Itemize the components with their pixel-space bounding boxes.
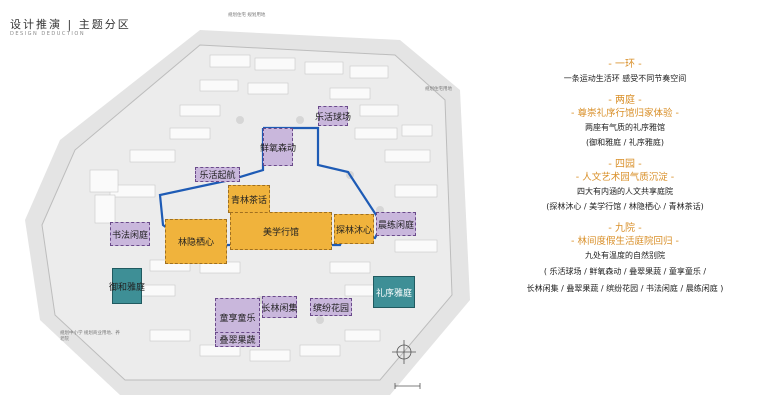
zone-label: 御和雅庭: [109, 282, 146, 293]
legend-yards-title: - 九院 -: [608, 223, 642, 234]
zone-label: 礼序雅庭: [375, 288, 412, 299]
legend-courts-list: (御和雅庭 / 礼序雅庭): [585, 138, 665, 147]
running-loop-route: [158, 126, 384, 264]
zone-lehuo-qiuchang[interactable]: 乐活球场: [315, 106, 352, 126]
legend-courts-title: - 两庭 -: [608, 95, 642, 106]
legend-gardens-text: 四大有内涵的人文共享庭院: [577, 187, 673, 196]
zone-label: 乐活起航: [199, 171, 236, 181]
zone-label: 探林沐心: [335, 225, 372, 236]
zone-diecui-guoshu[interactable]: 叠翠果蔬: [215, 332, 260, 347]
zone-label: 林隐栖心: [177, 238, 214, 248]
page-title: 设计推演 | 主题分区: [10, 18, 131, 31]
map-note-top-right: 规划住宅用地: [425, 87, 452, 92]
legend-yards-subtitle: - 林间度假生活庭院回归 -: [571, 236, 679, 247]
zone-shufa-xianting[interactable]: 书法闲庭: [110, 222, 150, 246]
legend-panel: - 一环 - 一条运动生活环 感受不同节奏空间 - 两庭 - - 尊崇礼序行馆归…: [525, 58, 725, 297]
zone-tongxiang-tongle[interactable]: 童享童乐: [215, 298, 260, 336]
legend-yards-list-2: 长林闲集 / 叠翠果蔬 / 缤纷花园 / 书法闲庭 / 晨练闲庭 ): [526, 284, 724, 293]
legend-yards-list-1: ( 乐活球场 / 鲜氧森动 / 叠翠果蔬 / 童享童乐 /: [543, 267, 707, 276]
zone-qinglin-chahua[interactable]: 青林茶话: [228, 185, 270, 213]
zone-bingfen-huayuan[interactable]: 缤纷花园: [310, 298, 352, 316]
map-note-top: 规划住宅 规划用地: [228, 13, 266, 18]
map-note-bottom-left: 规划中小学 规划商业用地、养老院: [60, 331, 120, 342]
scale-bar: [394, 383, 421, 389]
zone-label: 书法闲庭: [111, 230, 148, 241]
legend-gardens-list: (探林沐心 / 美学行馆 / 林隐栖心 / 青林茶话): [546, 202, 704, 211]
zone-label: 晨练闲庭: [377, 220, 414, 231]
legend-gardens-title: - 四园 -: [608, 159, 642, 170]
legend-gardens-subtitle: - 人文艺术园气质沉淀 -: [575, 172, 675, 183]
zone-meixue-xingguan[interactable]: 美学行馆: [230, 212, 332, 250]
page-subtitle: DESIGN DEDUCTION: [10, 31, 86, 37]
legend-ring-text: 一条运动生活环 感受不同节奏空间: [563, 74, 687, 83]
zone-chenlian-xianting[interactable]: 晨练闲庭: [376, 212, 416, 236]
legend-ring-title: - 一环 -: [608, 59, 642, 70]
zone-label: 长林闲集: [261, 303, 298, 314]
building-blocks: [89, 54, 438, 362]
zone-yuhe-yating[interactable]: 御和雅庭: [109, 268, 146, 304]
zone-label: 青林茶话: [230, 195, 267, 206]
zone-lixu-yating[interactable]: 礼序雅庭: [373, 276, 415, 308]
zone-lehuo-qihang[interactable]: 乐活起航: [195, 167, 240, 182]
zone-label: 叠翠果蔬: [219, 336, 256, 346]
zone-label: 童享童乐: [219, 313, 256, 324]
legend-courts-text: 两座有气质的礼序雅馆: [585, 123, 665, 132]
zone-tanlin-muxin[interactable]: 探林沐心: [334, 214, 374, 244]
zone-label: 缤纷花园: [312, 303, 349, 314]
legend-yards-text: 九处有温度的自然别院: [585, 251, 665, 260]
legend-courts-subtitle: - 尊崇礼序行馆归家体验 -: [571, 108, 679, 119]
zone-label: 乐活球场: [315, 112, 352, 123]
zone-label: 鲜氧森动: [260, 143, 297, 154]
zone-xianyang-senlin[interactable]: 鲜氧森动: [260, 128, 297, 166]
north-compass: [392, 340, 416, 364]
zone-changlin-xianji[interactable]: 长林闲集: [261, 296, 298, 318]
zone-linyin-qixin[interactable]: 林隐栖心: [165, 219, 227, 264]
zone-label: 美学行馆: [262, 227, 299, 238]
